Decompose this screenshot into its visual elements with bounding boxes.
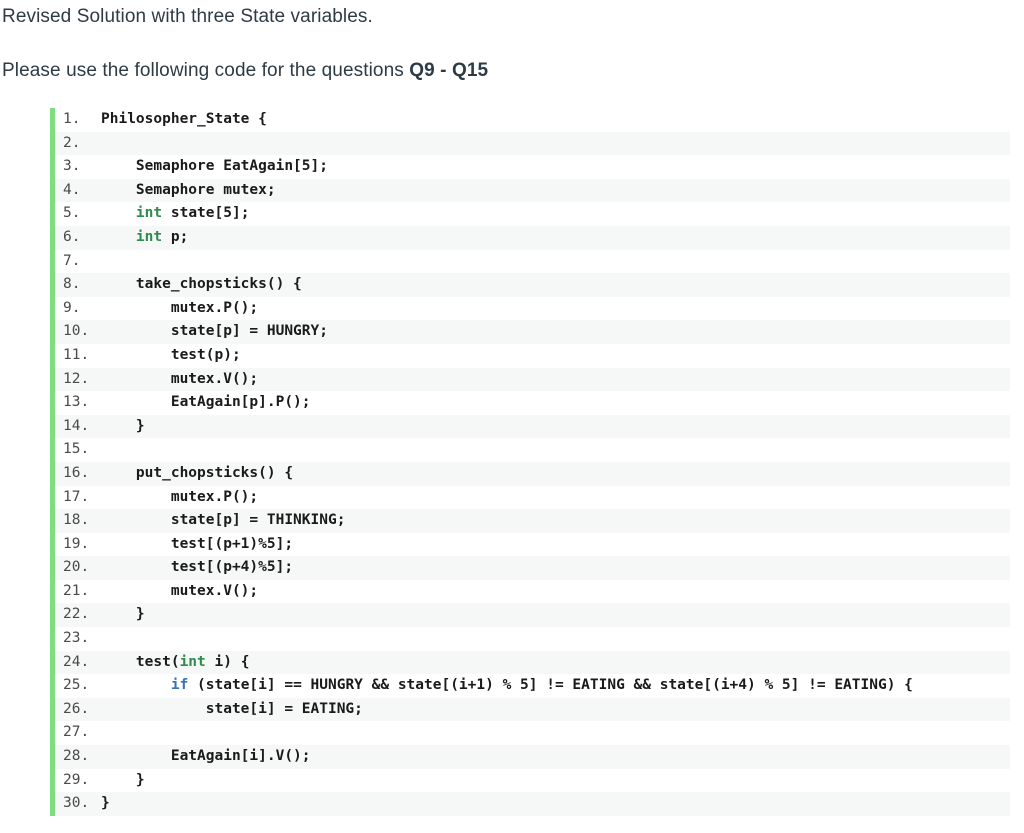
question-range-label: Q9 - Q15 (409, 60, 489, 81)
code-line: 12. mutex.V(); (55, 367, 1010, 392)
line-number: 21. (63, 582, 90, 599)
code-line: 19. test[(p+1)%5]; (55, 532, 1010, 557)
code-line: 6. int p; (55, 225, 1010, 250)
line-number: 5. (63, 205, 81, 222)
code-line: 24. test(int i) { (55, 650, 1010, 675)
code-line: 30.} (55, 792, 1010, 816)
code-line-text: state[p] = THINKING; (101, 512, 346, 529)
code-keyword: if (170, 677, 189, 694)
code-line-text: mutex.P(); (101, 488, 259, 505)
paragraph-revised-solution: Revised Solution with three State variab… (2, 6, 373, 27)
code-line-text: EatAgain[p].P(); (101, 394, 311, 411)
paragraph-prefix-text: Please use the following code for the qu… (2, 60, 410, 81)
code-block: 1. Philosopher_State { 2. 3. Semaphore EatA… (50, 108, 1010, 816)
line-number: 6. (63, 228, 81, 245)
line-number: 1. (63, 111, 81, 127)
code-line: 3. Semaphore EatAgain[5]; (55, 155, 1010, 179)
code-line: 25. if (state[i] == HUNGRY && state[(i+1… (55, 674, 1010, 698)
code-line: 10. state[p] = HUNGRY; (55, 320, 1010, 344)
code-keyword: int (135, 205, 163, 222)
code-line-text: if (state[i] == HUNGRY && state[(i+1) % … (170, 677, 913, 694)
line-number: 4. (63, 181, 81, 198)
code-line-text: test[(p+1)%5]; (101, 535, 294, 552)
line-number: 30. (63, 795, 90, 812)
code-line: 17. mutex.P(); (55, 485, 1010, 510)
code-line: 22. } (55, 603, 1010, 628)
code-line: 4. Semaphore mutex; (55, 178, 1010, 203)
code-line-text: } (101, 417, 145, 434)
line-number: 10. (63, 323, 90, 340)
code-line: 7. (55, 249, 1010, 274)
code-line: 28. EatAgain[i].V(); (55, 745, 1010, 769)
code-line: 29. } (55, 768, 1010, 793)
code-line-text: Philosopher_State { (101, 111, 267, 127)
code-line-text: } (101, 795, 110, 812)
code-line: 27. (55, 721, 1010, 746)
code-line: 14. } (55, 414, 1010, 439)
code-line-text: } (101, 771, 145, 788)
page-root: Revised Solution with three State variab… (0, 4, 1024, 833)
paragraph-please-use-code: Please use the following code for the qu… (2, 58, 1024, 84)
code-line-text: Semaphore EatAgain[5]; (101, 158, 328, 175)
code-line-text: state[p] = HUNGRY; (101, 323, 328, 340)
code-keyword: int (179, 653, 206, 670)
code-line-text: Semaphore mutex; (101, 181, 276, 198)
line-number: 13. (63, 394, 90, 411)
line-number: 23. (63, 630, 90, 647)
code-line: 9. mutex.P(); (55, 296, 1010, 321)
code-line: 8. take_chopsticks() { (55, 273, 1010, 297)
code-line: 1. Philosopher_State { (55, 108, 1010, 132)
line-number: 15. (63, 441, 90, 458)
code-line: 5. int state[5]; (55, 202, 1010, 226)
line-number: 12. (63, 370, 90, 387)
code-line: 2. (55, 131, 1010, 156)
line-number: 18. (63, 512, 90, 529)
code-line: 16. put_chopsticks() { (55, 461, 1010, 486)
code-line: 26. state[i] = EATING; (55, 697, 1010, 722)
line-number: 26. (63, 700, 90, 717)
line-number: 8. (63, 276, 81, 293)
intro-prose: Revised Solution with three State variab… (0, 4, 1024, 84)
line-number: 3. (63, 158, 81, 175)
line-number: 22. (63, 606, 90, 623)
code-line: 11. test(p); (55, 343, 1010, 368)
line-number: 29. (63, 771, 90, 788)
line-number: 28. (63, 748, 90, 765)
code-line: 20. test[(p+4)%5]; (55, 556, 1010, 580)
code-line-text: mutex.P(); (101, 299, 259, 316)
line-number: 24. (63, 653, 90, 670)
code-line-text: put_chopsticks() { (101, 464, 294, 481)
line-number: 7. (63, 252, 81, 269)
code-line: 21. mutex.V(); (55, 579, 1010, 604)
line-number: 9. (63, 299, 81, 316)
code-line-text: state[i] = EATING; (101, 700, 363, 717)
code-line-text: take_chopsticks() { (101, 276, 302, 293)
code-line-text: test(p); (101, 346, 241, 363)
line-number: 14. (63, 417, 90, 434)
line-number: 25. (63, 677, 90, 694)
code-line: 13. EatAgain[p].P(); (55, 391, 1010, 415)
code-line: 23. (55, 627, 1010, 651)
line-number: 20. (63, 559, 90, 576)
line-number: 2. (63, 134, 81, 151)
code-line-text: int state[5]; (135, 205, 250, 222)
line-number: 11. (63, 346, 90, 363)
code-line: 15. (55, 438, 1010, 462)
code-line-text: EatAgain[i].V(); (101, 748, 311, 765)
line-number: 19. (63, 535, 90, 552)
line-number: 27. (63, 724, 90, 741)
code-keyword: int (135, 228, 163, 245)
code-line-text: int p; (135, 228, 189, 245)
line-number: 16. (63, 464, 90, 481)
code-line-text: mutex.V(); (101, 370, 259, 387)
code-line-text: mutex.V(); (101, 582, 259, 599)
code-line-text: } (101, 606, 145, 623)
code-line: 18. state[p] = THINKING; (55, 509, 1010, 533)
line-number: 17. (63, 488, 90, 505)
code-line-text: test(int i) { (101, 653, 250, 670)
code-line-text: test[(p+4)%5]; (101, 559, 294, 576)
